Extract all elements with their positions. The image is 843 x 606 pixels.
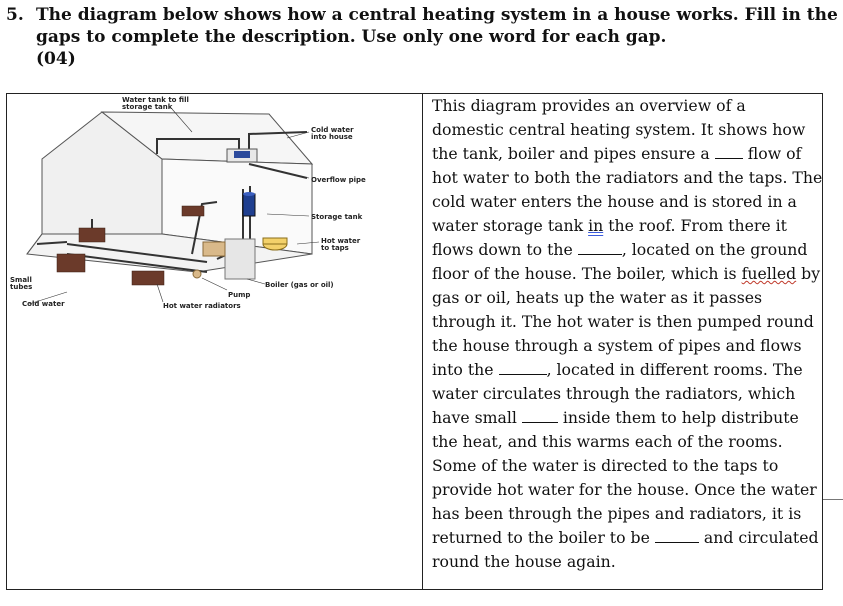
radiator-4 — [181, 205, 205, 217]
label-pump: Pump — [228, 291, 250, 299]
passage-line: domestic central heating system. It show… — [432, 120, 806, 139]
passage-line: returned to the boiler to be and circula… — [432, 528, 819, 547]
radiator-3 — [131, 270, 165, 286]
question-line-2: gaps to complete the description. Use on… — [36, 27, 667, 47]
passage-line: have small inside them to help distribut… — [432, 408, 799, 427]
storage-tank-icon — [242, 192, 256, 217]
heating-diagram: Water tank to fill storage tank Cold wat… — [10, 96, 366, 310]
passage-line: water storage tank in the roof. From the… — [432, 216, 787, 235]
label-small: Small — [10, 276, 32, 284]
stray-line — [823, 499, 843, 500]
gap-blank-1[interactable] — [714, 144, 743, 159]
passage-line: cold water enters the house and is store… — [432, 192, 797, 211]
gap-blank-2[interactable] — [577, 240, 622, 255]
passage-line: water circulates through the radiators, … — [432, 384, 796, 403]
answer-table — [6, 93, 823, 590]
boiler-icon — [202, 238, 256, 280]
passage-line: the tank, boiler and pipes ensure a flow… — [432, 144, 802, 163]
label-small-2: tubes — [10, 283, 32, 291]
label-water-tank-2: storage tank — [122, 103, 173, 111]
label-cold-into: Cold water — [311, 126, 354, 134]
passage-line: hot water to both the radiators and the … — [432, 168, 823, 187]
label-overflow: Overflow pipe — [311, 176, 366, 184]
roof-tank — [226, 148, 258, 163]
radiator-1 — [78, 227, 106, 243]
pump-icon — [192, 269, 202, 279]
passage-line: gas or oil, heats up the water as it pas… — [432, 288, 763, 307]
question-number: 5. — [6, 5, 24, 25]
label-hot-taps-2: to taps — [321, 244, 349, 252]
passage-line: the heat, and this warms each of the roo… — [432, 432, 783, 451]
label-storage: Storage tank — [311, 213, 363, 221]
label-hot-taps: Hot water — [321, 237, 361, 245]
passage-line: through it. The hot water is then pumped… — [432, 312, 814, 331]
gap-blank-4[interactable] — [521, 408, 558, 423]
description-passage: This diagram provides an overview of a d… — [432, 94, 823, 574]
passage-line: into the , located in different rooms. T… — [432, 360, 803, 379]
gap-blank-3[interactable] — [498, 360, 547, 375]
hot-taps-icon — [262, 237, 288, 251]
label-leaders — [28, 108, 320, 305]
question-marks: (04) — [36, 49, 76, 69]
label-boiler: Boiler (gas or oil) — [265, 281, 334, 289]
passage-line: round the house again. — [432, 552, 616, 571]
radiators — [56, 205, 205, 286]
passage-line: floor of the house. The boiler, which is… — [432, 264, 821, 283]
passage-line: flows down to the , located on the groun… — [432, 240, 808, 259]
label-cold-into-2: into house — [311, 133, 353, 141]
passage-line: Some of the water is directed to the tap… — [432, 456, 779, 475]
table-divider — [422, 93, 423, 590]
passage-line: the house through a system of pipes and … — [432, 336, 802, 355]
house-outline — [26, 111, 314, 273]
gap-blank-5[interactable] — [654, 528, 699, 543]
question-line-1: The diagram below shows how a central he… — [36, 5, 838, 25]
label-radiators: Hot water radiators — [163, 302, 241, 310]
label-water-tank: Water tank to fill — [122, 96, 189, 104]
passage-line: This diagram provides an overview of a — [432, 96, 746, 115]
radiator-2 — [56, 253, 86, 273]
label-cold-water: Cold water — [22, 300, 65, 308]
passage-line: has been through the pipes and radiators… — [432, 504, 802, 523]
passage-line: provide hot water for the house. Once th… — [432, 480, 817, 499]
